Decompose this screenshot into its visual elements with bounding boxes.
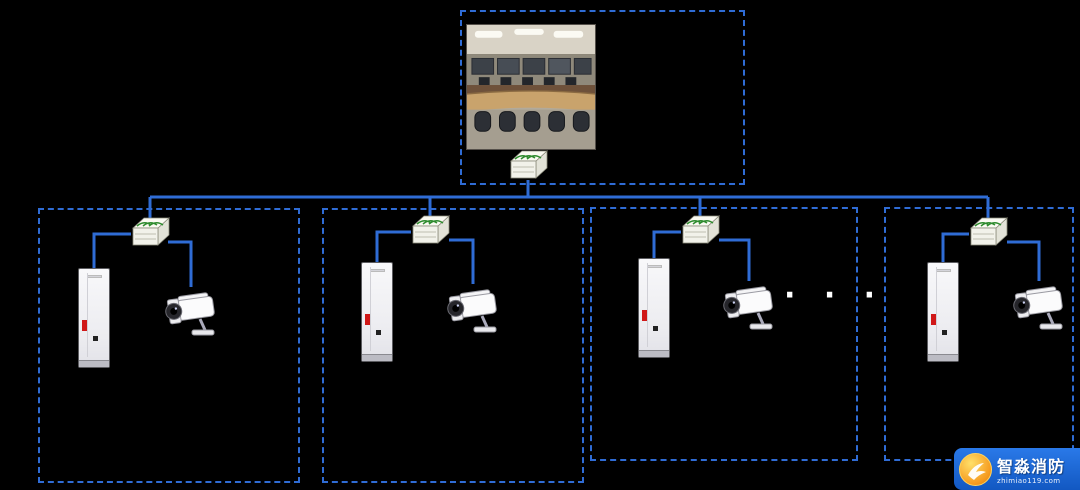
equipment-cabinet-icon [638, 258, 670, 358]
control-room-photo [466, 24, 596, 150]
network-switch-icon [681, 215, 721, 244]
logo-subtitle: zhimiao119.com [997, 477, 1061, 485]
logo-title: 智淼消防 [997, 457, 1066, 476]
branch-box-3 [590, 207, 858, 461]
cctv-camera-icon [723, 286, 773, 330]
equipment-cabinet-icon [361, 262, 393, 362]
brand-logo: 智淼消防 zhimiao119.com [954, 448, 1080, 490]
monitoring-center-box [460, 10, 745, 185]
network-switch-icon [411, 215, 451, 244]
branch-box-1 [38, 208, 300, 483]
equipment-cabinet-icon [927, 262, 959, 362]
cctv-camera-icon [165, 292, 215, 336]
flame-circle-icon [959, 452, 992, 486]
logo-text: 智淼消防 zhimiao119.com [997, 453, 1065, 485]
network-switch-icon [969, 217, 1009, 246]
cctv-camera-icon [1013, 286, 1063, 330]
cctv-camera-icon [447, 289, 497, 333]
equipment-cabinet-icon [78, 268, 110, 368]
more-branches-ellipsis: · · · [784, 278, 885, 313]
network-switch-icon [131, 217, 171, 246]
branch-box-2 [322, 208, 584, 483]
network-switch-icon [509, 150, 549, 179]
